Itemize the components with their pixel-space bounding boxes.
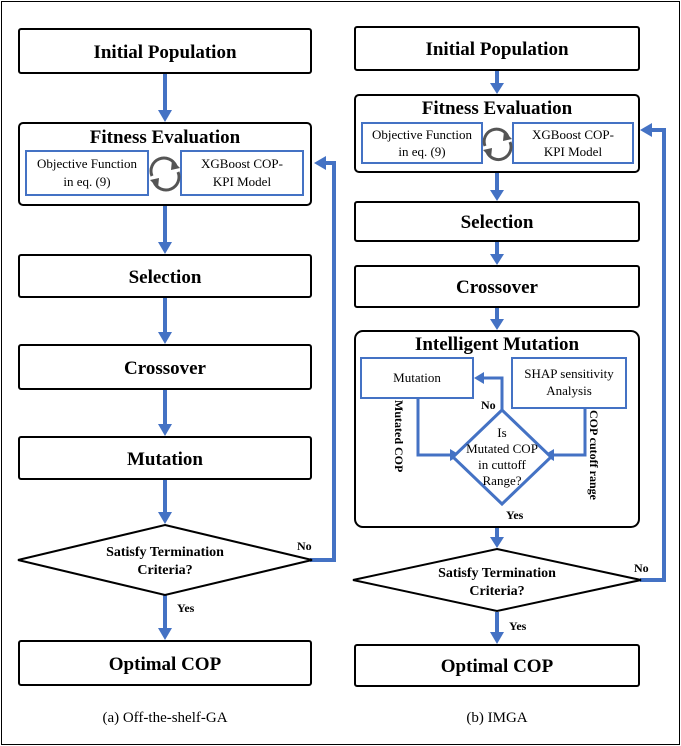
objective-function-line2-b: in eq. (9) — [398, 144, 445, 159]
arrow-head — [158, 332, 172, 344]
xgboost-model-box-a — [180, 150, 304, 196]
optimal-cop-label-b: Optimal COP — [441, 656, 554, 677]
arrow-head — [314, 156, 326, 170]
intelligent-mutation-label: Intelligent Mutation — [415, 334, 580, 355]
arrow-decision-no — [482, 376, 504, 410]
termination-line2-a: Criteria? — [137, 563, 192, 578]
initial-population-box-a — [18, 28, 312, 74]
selection-box-a — [18, 254, 312, 298]
crossover-box-b — [354, 265, 640, 308]
crossover-label-b: Crossover — [456, 277, 539, 298]
mutation-box-b — [360, 357, 474, 399]
arrow-head — [158, 424, 172, 436]
arrow-head — [490, 254, 504, 265]
shap-analysis-box — [511, 357, 627, 409]
refresh-cycle-icon — [482, 127, 513, 162]
objective-function-line2-a: in eq. (9) — [63, 174, 110, 189]
termination-decision-b — [352, 547, 642, 613]
objective-function-box-b — [361, 122, 483, 164]
decision-line4: Range? — [483, 473, 522, 488]
xgboost-line1-b: XGBoost COP- — [532, 127, 614, 142]
crossover-label-a: Crossover — [124, 358, 207, 379]
selection-box-b — [354, 201, 640, 242]
arrow-mutated-cop — [416, 398, 452, 457]
selection-label-a: Selection — [129, 267, 202, 288]
arrow-head — [490, 83, 504, 94]
decision-no-label: No — [481, 398, 496, 412]
arrow-no-loop-b — [640, 128, 666, 582]
decision-line3: in cuttoff — [478, 457, 526, 472]
arrow-no-loop-a — [310, 161, 336, 562]
cutoff-decision — [450, 407, 554, 507]
termination-decision-a — [17, 523, 313, 597]
xgboost-line2-b: KPI Model — [544, 144, 603, 159]
panel-a-off-the-shelf-ga: Initial Population Fitness Evaluation Ob… — [17, 28, 336, 726]
decision-line2: Mutated COP — [466, 441, 538, 456]
refresh-cycle-icon — [149, 156, 181, 192]
mutation-label-a: Mutation — [127, 449, 203, 470]
decision-yes-label: Yes — [506, 508, 524, 522]
mutated-cop-label: Mutated COP — [392, 400, 406, 472]
xgboost-model-box-b — [512, 122, 634, 164]
no-label-a: No — [297, 539, 312, 553]
arrow-head — [474, 372, 484, 384]
arrow-head — [490, 632, 504, 644]
cop-cutoff-range-label: COP cutoff range — [587, 410, 601, 501]
optimal-cop-label-a: Optimal COP — [109, 654, 222, 675]
initial-population-label-b: Initial Population — [425, 39, 568, 60]
selection-label-b: Selection — [461, 212, 534, 233]
xgboost-line1-a: XGBoost COP- — [201, 156, 283, 171]
initial-population-box-b — [354, 26, 640, 71]
mutation-box-a — [18, 436, 312, 480]
arrow-cop-cutoff — [552, 408, 587, 457]
xgboost-line2-a: KPI Model — [213, 174, 272, 189]
initial-population-label-a: Initial Population — [93, 42, 236, 63]
fitness-evaluation-label-a: Fitness Evaluation — [90, 127, 241, 148]
arrow-head — [158, 110, 172, 122]
caption-b: (b) IMGA — [466, 710, 527, 726]
yes-label-b: Yes — [509, 619, 527, 633]
decision-line1: Is — [497, 425, 506, 440]
mutation-label-b: Mutation — [393, 370, 441, 385]
termination-line2-b: Criteria? — [469, 584, 524, 599]
optimal-cop-box-a — [18, 640, 312, 686]
termination-line1-b: Satisfy Termination — [438, 566, 556, 581]
termination-line1-a: Satisfy Termination — [106, 545, 224, 560]
arrow-head — [490, 319, 504, 330]
shap-line2: Analysis — [546, 383, 592, 398]
shap-line1: SHAP sensitivity — [524, 366, 614, 381]
crossover-box-a — [18, 344, 312, 390]
panel-b-imga: Initial Population Fitness Evaluation Ob… — [352, 26, 666, 726]
yes-label-a: Yes — [177, 601, 195, 615]
arrow-head — [158, 628, 172, 640]
arrow-head — [158, 512, 172, 524]
arrow-head — [640, 123, 652, 137]
arrow-head — [490, 190, 504, 201]
caption-a: (a) Off-the-shelf-GA — [102, 710, 227, 726]
objective-function-line1-b: Objective Function — [372, 127, 473, 142]
objective-function-line1-a: Objective Function — [37, 156, 138, 171]
no-label-b: No — [634, 561, 649, 575]
optimal-cop-box-b — [354, 644, 640, 687]
objective-function-box-a — [25, 150, 149, 196]
fitness-evaluation-label-b: Fitness Evaluation — [422, 98, 573, 119]
arrow-head — [490, 537, 504, 548]
arrow-head — [158, 242, 172, 254]
